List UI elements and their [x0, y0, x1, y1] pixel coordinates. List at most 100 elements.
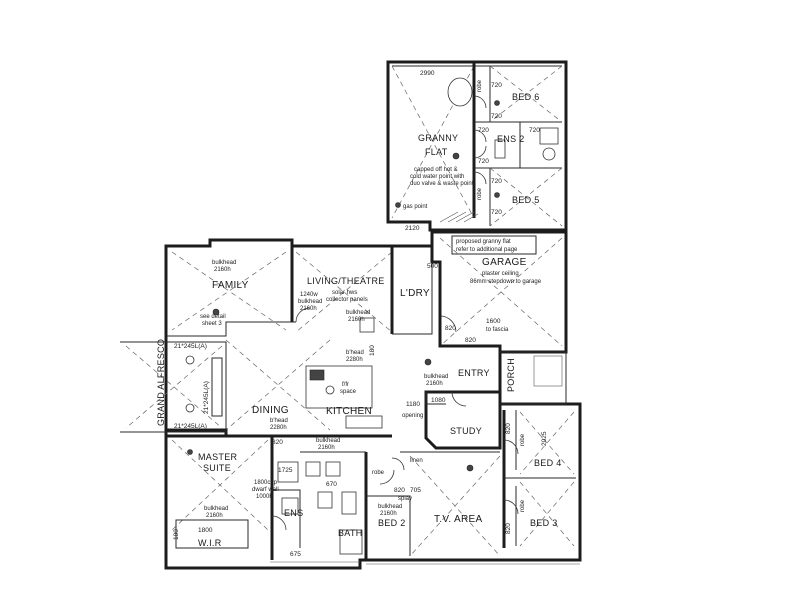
dim-820-bed3: 820 [505, 523, 512, 534]
note-proposed-2: refer to additional page [456, 247, 518, 253]
dim-2990: 2990 [420, 70, 435, 77]
note-to-fascia: to fascia [486, 327, 509, 333]
dim-820-garage-a: 820 [445, 325, 456, 332]
room-ens: ENS [284, 508, 303, 518]
dim-720-c: 720 [478, 127, 489, 134]
room-entry: ENTRY [458, 368, 490, 378]
note-entry-bulkhead-1: bulkhead [424, 374, 448, 380]
note-proposed-1: proposed granny flat [456, 239, 511, 245]
dim-720-d: 720 [478, 158, 489, 165]
room-dining: DINING [252, 405, 289, 416]
dim-1080: 1080 [431, 397, 446, 404]
room-wir: W.I.R [198, 538, 222, 548]
dim-500: 500 [427, 263, 438, 270]
note-robe-bed3: robe [520, 499, 526, 512]
room-bed6: BED 6 [512, 92, 540, 102]
dim-820-master: 820 [272, 439, 283, 446]
note-robe-bed2: robe [372, 470, 385, 476]
note-family-bulkhead-1: bulkhead [212, 260, 236, 266]
dim-720-a: 720 [491, 82, 502, 89]
dim-820-garage-b: 820 [465, 337, 476, 344]
room-master-line1: MASTER [198, 452, 238, 462]
room-porch: PORCH [506, 358, 516, 392]
note-linen: linen [410, 458, 423, 464]
room-study: STUDY [450, 426, 482, 436]
note-splay: splay [398, 496, 412, 502]
dim-670: 670 [326, 481, 337, 488]
dim-1800: 1800 [198, 527, 213, 534]
main-house [120, 238, 582, 570]
note-fridge-2: space [340, 389, 357, 395]
note-dining-bhead-2: 2280h [270, 425, 287, 431]
robe-label-bed5: robe [477, 187, 483, 200]
dim-720-f: 720 [491, 209, 502, 216]
room-bed3: BED 3 [530, 518, 558, 528]
note-fridge-1: f/fr [342, 382, 349, 388]
note-dwarf-wall-1: 1800cop [254, 480, 278, 486]
note-solar-1: solar hws [332, 290, 357, 296]
note-bed2-bulkhead-2: 2160h [380, 511, 397, 517]
room-kitchen: KITCHEN [326, 406, 372, 417]
dim-820-bed4: 820 [505, 423, 512, 434]
dim-beam-2: 21*245L(A) [174, 423, 207, 430]
dim-beam-3: 21*245L(A) [203, 381, 210, 414]
dim-1600: 1600 [486, 318, 501, 325]
dim-675: 675 [290, 551, 301, 558]
dim-180-b: 180 [369, 345, 376, 356]
note-kitchen-bhead-1: b'head [346, 350, 364, 356]
note-bed2-bulkhead-1: bulkhead [378, 504, 402, 510]
dim-2025: 2025 [541, 431, 548, 446]
room-bed2: BED 2 [378, 518, 406, 528]
note-family-bulkhead-2: 2160h [214, 267, 231, 273]
room-laundry: L'DRY [400, 288, 430, 299]
note-see-detail-1: see detail [200, 314, 226, 320]
note-living-bulkhead-b2: 2160h [348, 317, 365, 323]
note-dining-bhead-1: b'head [270, 418, 288, 424]
note-living-bulkhead-1: 1240w [300, 292, 318, 298]
dim-1725: 1725 [278, 467, 293, 474]
room-garage: GARAGE [482, 257, 527, 268]
room-granny-flat-line2: FLAT [425, 147, 448, 157]
note-living-bulkhead-b1: bulkhead [346, 310, 370, 316]
dim-beam-1: 21*245L(A) [174, 343, 207, 350]
dim-705: 705 [410, 487, 421, 494]
note-dwarf-wall-3: 1000h [256, 494, 273, 500]
dim-2120: 2120 [405, 225, 420, 232]
note-gas-point: gas point [403, 204, 428, 210]
dim-720-g: 720 [529, 127, 540, 134]
room-bath: BATH [338, 528, 363, 538]
note-master-bulkhead-1: bulkhead [316, 438, 340, 444]
room-living-theatre: LIVING/THEATRE [307, 276, 385, 286]
room-grand-alfresco: GRAND ALFRESCO [156, 339, 166, 426]
note-see-detail-2: sheet 3 [202, 321, 222, 327]
dim-180-a: 180 [173, 529, 180, 540]
note-entry-bulkhead-2: 2160h [426, 381, 443, 387]
robe-label-bed6: robe [477, 79, 483, 92]
room-family: FAMILY [212, 280, 249, 291]
room-bed5: BED 5 [512, 195, 540, 205]
room-master-line2: SUITE [203, 463, 231, 473]
granny-flat-wing [386, 60, 568, 232]
dim-720-b: 720 [491, 113, 502, 120]
note-living-bulkhead-3: 2160h [300, 306, 317, 312]
room-tv-area: T.V. AREA [434, 514, 482, 525]
note-robe-bed4: robe [520, 433, 526, 446]
note-kitchen-bhead-2: 2280h [346, 357, 363, 363]
note-garage-ceiling-1: plaster ceiling [482, 271, 519, 277]
note-water-1: capped off hot & [414, 167, 458, 173]
room-bed4: BED 4 [534, 458, 562, 468]
dim-720-e: 720 [491, 178, 502, 185]
note-master-bulkhead-2: 2160h [318, 445, 335, 451]
room-ens2: ENS 2 [497, 134, 525, 144]
note-dwarf-wall-2: dwarf wall [252, 487, 279, 493]
note-opening: opening [402, 413, 423, 419]
room-granny-flat-line1: GRANNY [418, 133, 458, 143]
note-solar-2: collector panels [326, 297, 368, 303]
note-water-2: cold water point with [410, 174, 464, 180]
note-garage-ceiling-2: 86mm stepdown to garage [470, 279, 542, 285]
dim-820-bed2: 820 [394, 487, 405, 494]
note-living-bulkhead-2: bulkhead [298, 299, 322, 305]
dim-1180: 1180 [406, 401, 420, 408]
note-water-3: duo valve & waste point [410, 181, 474, 187]
